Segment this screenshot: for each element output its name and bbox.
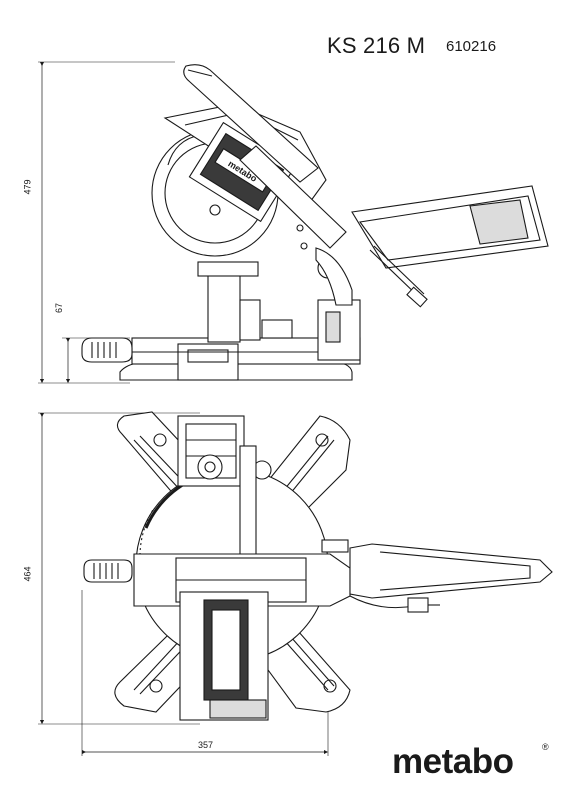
dim-label-height-base: 67 <box>54 302 65 314</box>
dim-label-height-total: 479 <box>22 179 33 195</box>
dim-label-width: 357 <box>198 740 214 750</box>
brand-logo: metabo <box>392 742 514 781</box>
top-handle <box>183 64 319 183</box>
front-handle <box>81 337 133 363</box>
top-view <box>38 411 553 756</box>
model-title: KS 216 M <box>327 33 426 58</box>
arm <box>239 145 347 249</box>
dust-bag-top <box>349 543 553 599</box>
model-code: 610216 <box>446 38 497 55</box>
brand-registered-mark: ® <box>542 742 549 752</box>
side-view: metabo <box>38 61 549 384</box>
cable-plug-top <box>407 597 429 613</box>
cable-plug <box>406 286 428 308</box>
column <box>207 269 241 343</box>
lock-knob <box>197 454 223 480</box>
dim-label-depth: 464 <box>22 566 33 582</box>
front-handle-top <box>83 559 133 583</box>
